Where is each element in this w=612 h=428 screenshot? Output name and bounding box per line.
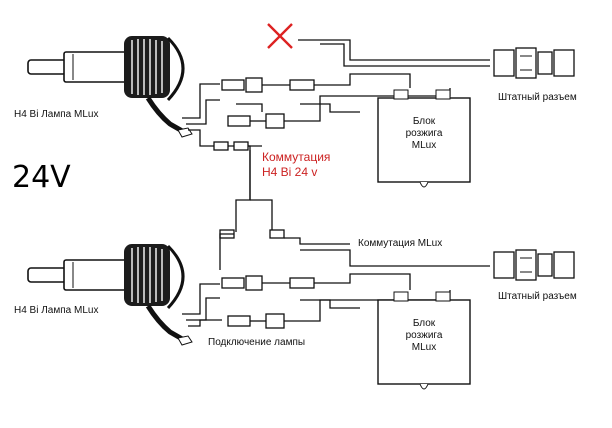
ignitor-block-label-top: Блок розжига MLux <box>380 116 468 152</box>
ignitor-bottom-line1: Блок <box>412 318 436 329</box>
lamp-label-bottom: H4 Bi Лампа MLux <box>14 305 99 316</box>
ignitor-block-label-bottom: Блок розжига MLux <box>380 318 468 354</box>
ignitor-top-line1: Блок <box>412 116 436 127</box>
top-lamp <box>28 36 192 137</box>
switching-mlux-label: Коммутация MLux <box>358 238 443 249</box>
ignitor-bottom-line2: розжига <box>405 330 443 341</box>
switching-red-label-line1: Коммутация <box>262 150 331 164</box>
stock-connector-label-bottom: Штатный разъем <box>498 291 577 302</box>
ignitor-top-line2: розжига <box>405 128 443 139</box>
bottom-stock-connector <box>493 249 575 281</box>
bottom-lamp <box>28 244 192 345</box>
disconnect-cross-icon <box>267 23 293 49</box>
voltage-label: 24V <box>12 160 71 195</box>
ignitor-top-line3: MLux <box>411 140 437 151</box>
ignitor-bottom-line3: MLux <box>411 342 437 353</box>
stock-connector-label-top: Штатный разъем <box>498 92 577 103</box>
switching-red-label-line2: H4 Bi 24 v <box>262 165 318 179</box>
top-stock-connector <box>493 47 575 79</box>
lamp-label-top: H4 Bi Лампа MLux <box>14 109 99 120</box>
lamp-connection-label: Подключение лампы <box>208 337 306 348</box>
